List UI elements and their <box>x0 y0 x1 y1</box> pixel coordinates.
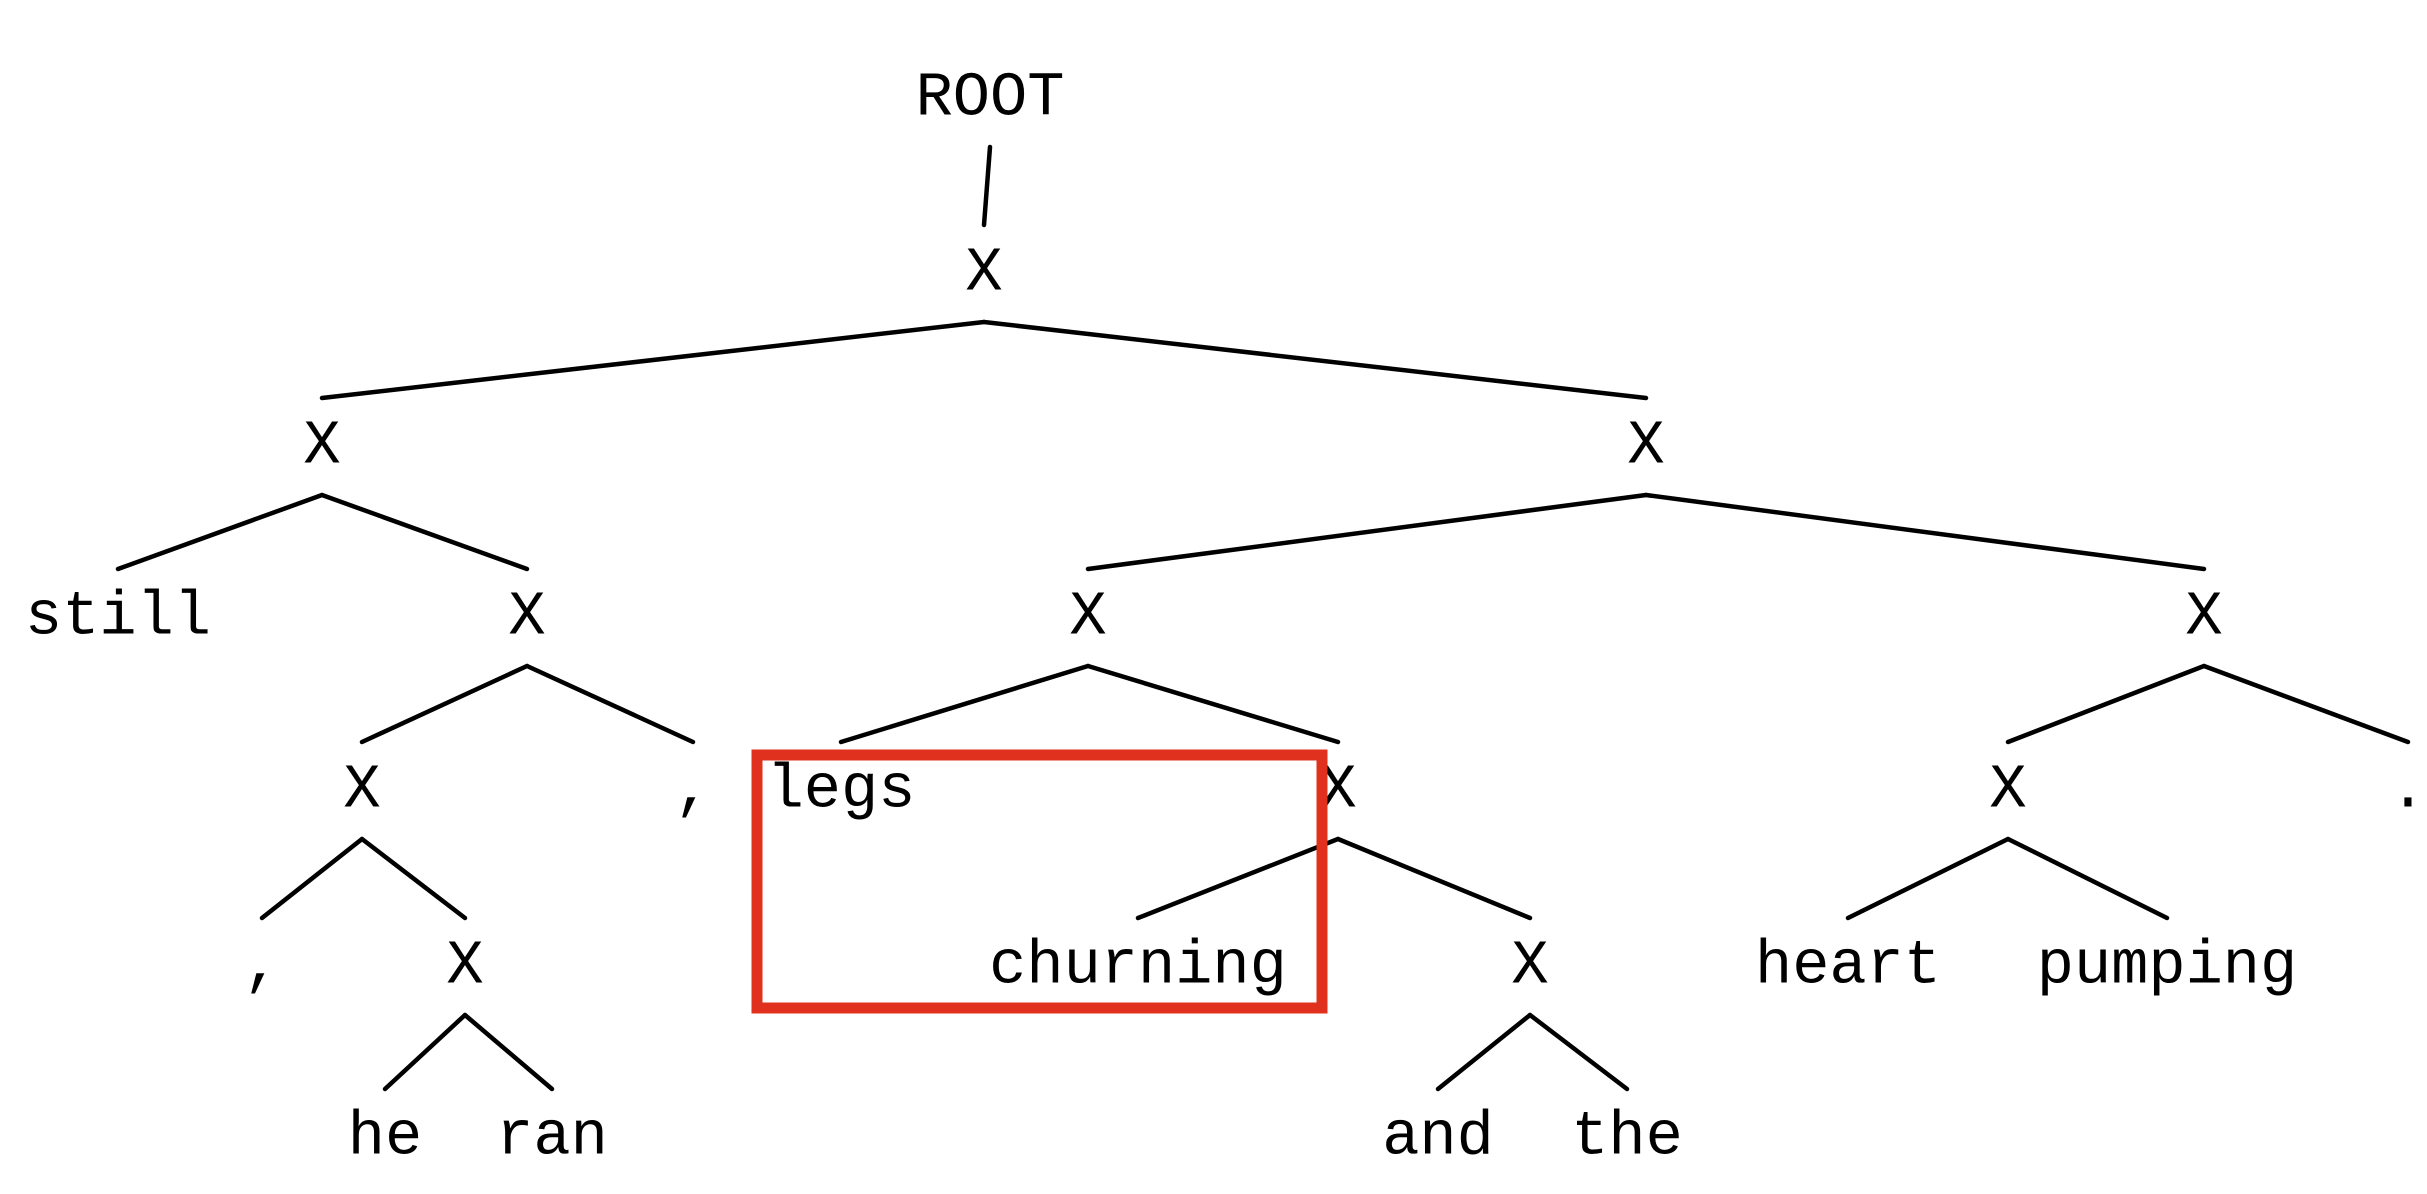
tree-edge-n20-n23 <box>2005 836 2170 921</box>
tree-node-n11: ran <box>496 1102 608 1173</box>
tree-node-n1: X <box>965 238 1002 309</box>
tree-node-n23: pumping <box>2037 931 2297 1002</box>
tree-edge-n9-n10 <box>382 1012 468 1092</box>
tree-node-n12: X <box>1069 582 1106 653</box>
tree-edge-n17-n19 <box>1527 1012 1630 1092</box>
tree-edge-n3-n13 <box>1643 492 2207 572</box>
tree-edge-root-n1 <box>981 144 993 228</box>
tree-node-root: ROOT <box>916 63 1065 134</box>
tree-edge-n3-n12 <box>1085 492 1649 572</box>
tree-node-n20: X <box>1989 755 2026 826</box>
tree-edge-n17-n18 <box>1435 1012 1533 1092</box>
tree-node-n18: and <box>1382 1102 1494 1173</box>
tree-node-n9: X <box>446 931 483 1002</box>
tree-node-n2: X <box>303 411 340 482</box>
tree-edge-n20-n22 <box>1845 836 2011 921</box>
tree-edges <box>115 144 2411 1092</box>
tree-node-n14: legs <box>767 755 916 826</box>
tree-edge-n15-n16 <box>1135 836 1341 921</box>
tree-edge-n9-n11 <box>462 1012 555 1092</box>
tree-node-n16: churning <box>989 931 1287 1002</box>
tree-edge-n2-n4 <box>115 492 325 572</box>
tree-edge-n6-n9 <box>359 836 468 921</box>
tree-edge-n2-n5 <box>319 492 530 572</box>
tree-node-n6: X <box>343 755 380 826</box>
tree-node-n3: X <box>1627 411 1664 482</box>
tree-edge-n1-n2 <box>319 319 987 401</box>
tree-node-n5: X <box>508 582 545 653</box>
tree-edge-n6-n8 <box>259 836 365 921</box>
tree-node-n7: , <box>674 755 711 826</box>
tree-node-n17: X <box>1511 931 1548 1002</box>
tree-edge-n13-n20 <box>2005 663 2207 745</box>
tree-node-n10: he <box>348 1102 422 1173</box>
tree-node-n13: X <box>2185 582 2222 653</box>
tree-edge-n15-n17 <box>1335 836 1533 921</box>
tree-node-n21: . <box>2389 755 2426 826</box>
tree-node-n19: the <box>1571 1102 1683 1173</box>
tree-edge-n13-n21 <box>2201 663 2411 745</box>
tree-edge-n12-n14 <box>838 663 1091 745</box>
tree-node-n8: , <box>243 931 280 1002</box>
tree-edge-n5-n6 <box>359 663 530 745</box>
tree-edge-n5-n7 <box>524 663 696 745</box>
tree-node-n22: heart <box>1755 931 1941 1002</box>
tree-node-n4: still <box>25 582 211 653</box>
tree-edge-n1-n3 <box>981 319 1649 401</box>
highlight-box <box>751 749 1328 1014</box>
tree-edge-n12-n15 <box>1085 663 1341 745</box>
